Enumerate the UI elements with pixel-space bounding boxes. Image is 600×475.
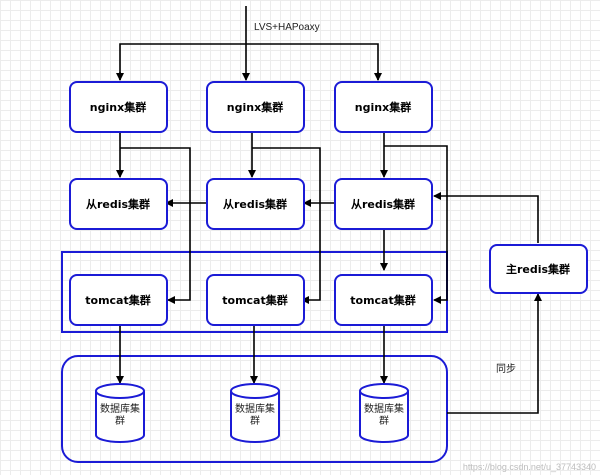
database-node-1: 数据库集 群 [95, 383, 145, 443]
nginx-node-2-label: nginx集群 [227, 100, 283, 114]
edge-entry-split [119, 43, 379, 80]
watermark: https://blog.csdn.net/u_37743340 [463, 462, 596, 472]
database-node-1-label-line1: 数据库集 [100, 402, 140, 415]
nginx-node-2: nginx集群 [206, 81, 305, 133]
tomcat-node-2: tomcat集群 [206, 274, 305, 326]
tomcat-node-1-label: tomcat集群 [85, 293, 150, 307]
nginx-node-3-label: nginx集群 [355, 100, 411, 114]
nginx-node-1: nginx集群 [69, 81, 168, 133]
database-node-2-label-line2: 群 [250, 414, 260, 427]
slave-redis-node-3-label: 从redis集群 [351, 197, 415, 211]
nginx-node-1-label: nginx集群 [90, 100, 146, 114]
slave-redis-node-3: 从redis集群 [334, 178, 433, 230]
database-node-3: 数据库集 群 [359, 383, 409, 443]
slave-redis-node-2: 从redis集群 [206, 178, 305, 230]
database-node-2: 数据库集 群 [230, 383, 280, 443]
edge-nginx-1-to-tomcat-1 [120, 147, 191, 304]
tomcat-node-3-label: tomcat集群 [350, 293, 415, 307]
slave-redis-node-2-label: 从redis集群 [223, 197, 287, 211]
edge-master-redis-to-slave-redis-3 [433, 192, 539, 243]
database-node-1-label-line2: 群 [115, 414, 125, 427]
edges [116, 6, 542, 414]
slave-redis-node-1: 从redis集群 [69, 178, 168, 230]
master-redis-node: 主redis集群 [489, 244, 588, 294]
tomcat-node-3: tomcat集群 [334, 274, 433, 326]
slave-redis-node-1-label: 从redis集群 [86, 197, 150, 211]
entry-label: LVS+HAPoaxy [254, 22, 320, 33]
database-node-3-label-line1: 数据库集 [364, 402, 404, 415]
database-node-3-label-line2: 群 [379, 414, 389, 427]
tomcat-node-2-label: tomcat集群 [222, 293, 287, 307]
edge-nginx-3-to-tomcat-3 [384, 145, 448, 304]
tomcat-node-1: tomcat集群 [69, 274, 168, 326]
edge-db-group-to-master-redis-sync [447, 293, 542, 414]
edge-nginx-2-to-tomcat-2 [252, 147, 321, 304]
database-node-2-label-line1: 数据库集 [235, 402, 275, 415]
nginx-node-3: nginx集群 [334, 81, 433, 133]
master-redis-node-label: 主redis集群 [506, 262, 570, 276]
sync-label: 同步 [496, 363, 516, 375]
